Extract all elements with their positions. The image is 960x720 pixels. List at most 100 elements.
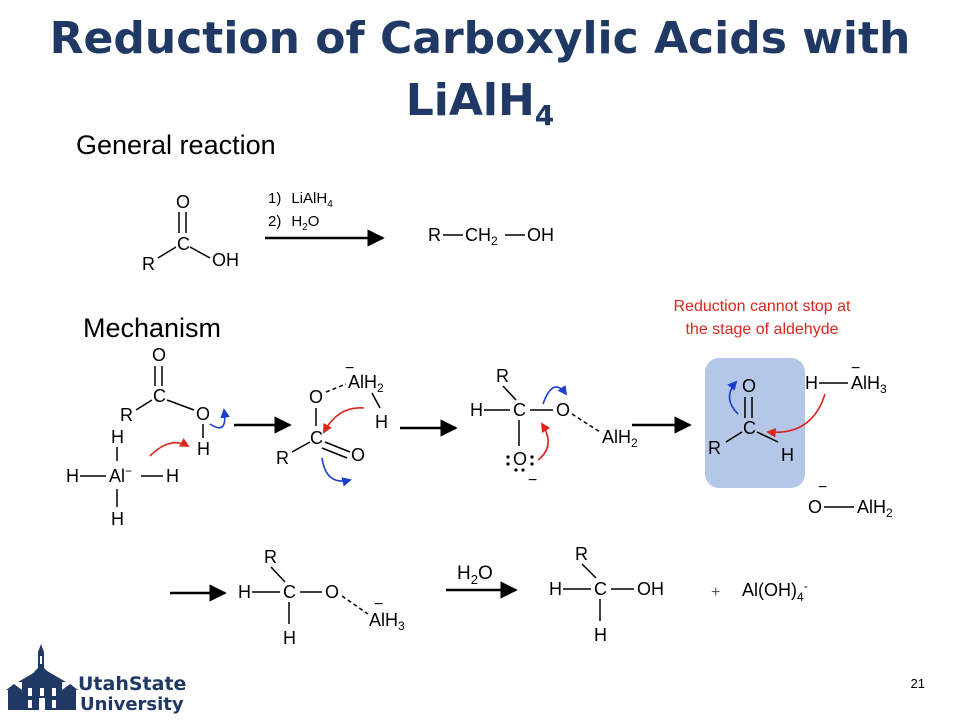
charge-minus: − — [374, 596, 383, 613]
atom-H: H — [549, 579, 562, 599]
atom-H: H — [283, 628, 296, 648]
atom-H: H — [66, 466, 79, 486]
atom-C: C — [743, 418, 756, 438]
atom-H: H — [166, 466, 179, 486]
sub-2: 2 — [886, 506, 893, 520]
atom-C: C — [310, 428, 323, 448]
primary-alcohol: R CH2 OH — [428, 225, 554, 248]
blue-curved-arrow — [542, 384, 568, 405]
mechanism-label: Mechanism — [83, 313, 222, 343]
water-O: O — [478, 563, 493, 584]
atom-H: H — [238, 582, 251, 602]
atom-O: O — [325, 582, 339, 602]
red-curved-arrow — [149, 438, 190, 457]
step2-number: 2) — [268, 213, 281, 230]
step2-reagent: H — [291, 213, 302, 230]
charge-minus: − — [345, 360, 354, 377]
utah-state-logo: UtahState University — [4, 638, 204, 719]
title-subscript: 4 — [534, 98, 555, 132]
charge-minus: − — [818, 479, 827, 496]
page-number: 21 — [910, 676, 925, 691]
atom-O: O — [152, 345, 166, 365]
atom-R: R — [575, 544, 588, 564]
atom-R: R — [496, 366, 509, 386]
atom-H: H — [470, 400, 483, 420]
svg-text:AlH3: AlH3 — [851, 373, 887, 396]
atom-O: O — [808, 497, 822, 517]
title-line-1: Reduction of Carboxylic Acids with — [49, 13, 911, 64]
final-alcohol: R H C OH H — [549, 544, 664, 645]
charge-minus: − — [125, 464, 132, 478]
aluminate-charge: - — [804, 579, 808, 593]
carboxylic-acid: O C R OH — [142, 192, 239, 274]
atom-R: R — [264, 547, 277, 567]
step2-sub: 2 — [302, 222, 308, 233]
atom-O: O — [196, 404, 210, 424]
atom-R: R — [276, 448, 289, 468]
blue-curved-arrow — [727, 380, 739, 415]
mech-aldehyde: O C R H — [708, 376, 794, 465]
title-line-2: LiAlH — [405, 75, 535, 126]
step2-tail: O — [308, 213, 320, 230]
step1-number: 1) — [268, 190, 281, 207]
svg-text:Al−: Al− — [109, 464, 132, 486]
note-line-2: the stage of aldehyde — [685, 321, 839, 338]
atom-Al: Al — [109, 466, 125, 486]
general-reaction-label: General reaction — [76, 130, 276, 160]
mech-acid: O C R O H — [120, 345, 210, 459]
charge-minus: − — [851, 360, 860, 377]
red-curved-arrow — [537, 422, 551, 461]
mech-alkoxy-alh2: − O AlH2 — [808, 479, 893, 520]
mech-tetrahedral: R H C O AlH2 O − — [470, 366, 638, 489]
aldehyde-note: Reduction cannot stop at the stage of al… — [612, 295, 912, 341]
logo-line-1: UtahState — [78, 673, 186, 695]
mech-alh3-hydride: − H AlH3 — [805, 360, 887, 396]
atom-H: H — [805, 373, 818, 393]
atom-H: H — [781, 445, 794, 465]
svg-text:AlH2: AlH2 — [602, 427, 638, 450]
atom-O: O — [351, 445, 365, 465]
atom-O: O — [176, 192, 190, 212]
water-sub: 2 — [471, 572, 478, 587]
svg-text:1)LiAlH4: 1)LiAlH4 — [268, 190, 333, 210]
reagents: 1)LiAlH4 2) H2O — [268, 190, 333, 233]
svg-text:H2O: H2O — [457, 563, 493, 587]
sub-3: 3 — [880, 382, 887, 396]
red-curved-arrow — [766, 393, 826, 438]
svg-text:2)H2O: 2) H2O — [268, 213, 319, 233]
atom-O: O — [556, 400, 570, 420]
sub-2: 2 — [631, 436, 638, 450]
logo-line-2: University — [80, 694, 184, 714]
svg-text:AlH2: AlH2 — [348, 372, 384, 395]
sub-2: 2 — [491, 234, 498, 248]
atom-R: R — [428, 225, 441, 245]
water-H: H — [457, 563, 471, 584]
atom-H: H — [111, 427, 124, 447]
mech-alkoxide: R H C O − AlH3 H — [238, 547, 405, 648]
atom-AlH: AlH — [857, 497, 886, 517]
charge-minus: − — [528, 472, 537, 489]
water-reagent: H2O — [457, 563, 493, 587]
blue-curved-arrow — [321, 457, 352, 487]
atom-AlH: AlH — [348, 372, 377, 392]
atom-C: C — [153, 386, 166, 406]
mech-intermediate-1: − AlH2 O H C R O — [276, 360, 388, 468]
atom-C: C — [513, 400, 526, 420]
svg-text:AlH2: AlH2 — [857, 497, 893, 520]
atom-R: R — [708, 438, 721, 458]
atom-OH: OH — [527, 225, 554, 245]
atom-H: H — [375, 412, 388, 432]
slide-title: Reduction of Carboxylic Acids with LiAlH… — [0, 8, 960, 147]
old-main-building-icon: UtahState University — [6, 644, 186, 715]
atom-H: H — [594, 625, 607, 645]
atom-OH: OH — [212, 250, 239, 270]
atom-H: H — [111, 509, 124, 529]
aluminate-ion: Al(OH)4- — [742, 579, 808, 604]
atom-AlH: AlH — [369, 610, 398, 630]
note-line-1: Reduction cannot stop at — [673, 298, 851, 315]
svg-text:AlH3: AlH3 — [369, 610, 405, 633]
sub-3: 3 — [398, 619, 405, 633]
atom-C: C — [177, 234, 190, 254]
atom-C: C — [283, 582, 296, 602]
